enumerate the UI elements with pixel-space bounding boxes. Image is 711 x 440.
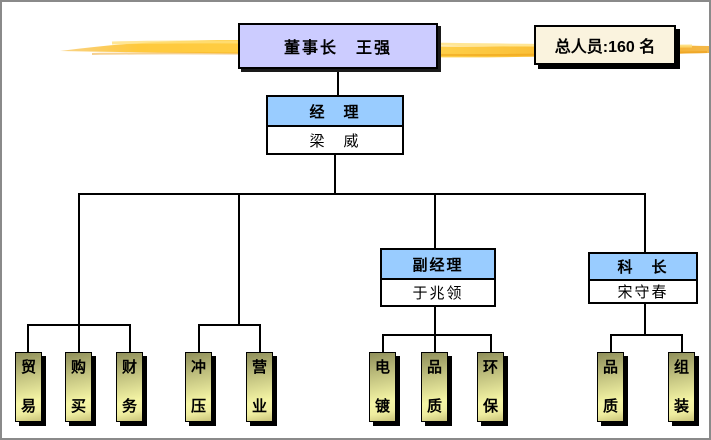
connector-stub-trade	[27, 324, 29, 352]
connector-stub-stamping	[198, 324, 200, 352]
connector-stub-finance	[129, 324, 131, 352]
dept-char: 品	[602, 359, 618, 376]
total-personnel-label: 总人员:160 名	[554, 39, 656, 56]
dept-char: 业	[251, 398, 267, 415]
dept-char: 电	[374, 359, 390, 376]
dept-char: 质	[426, 398, 442, 415]
dept-char: 营	[251, 359, 267, 376]
dept-char: 易	[20, 398, 36, 415]
chairman-label: 董事长 王强	[283, 40, 392, 57]
connector-chairman-manager	[337, 69, 339, 95]
section-chief-title: 科 长	[590, 254, 696, 281]
vice-manager-node: 副经理 于兆领	[380, 248, 496, 307]
dept-char: 冲	[190, 359, 206, 376]
section-chief-name: 宋守春	[590, 281, 696, 302]
dept-bar-trade: 贸 易	[15, 352, 42, 422]
total-personnel-badge: 总人员:160 名	[534, 25, 676, 65]
dept-char: 买	[70, 398, 86, 415]
dept-char: 贸	[20, 359, 36, 376]
connector-drop-group2	[238, 193, 240, 326]
manager-title: 经 理	[268, 97, 402, 127]
connector-section-chief-down	[644, 304, 646, 336]
dept-bar-plating: 电 镀	[369, 352, 396, 422]
connector-vice-manager-down	[434, 307, 436, 336]
connector-manager-trunk	[334, 153, 336, 194]
vice-manager-name: 于兆领	[382, 280, 494, 305]
connector-stub-assembly	[681, 334, 683, 352]
dept-char: 装	[673, 398, 689, 415]
manager-node: 经 理 梁 威	[266, 95, 404, 155]
dept-bar-stamping: 冲 压	[185, 352, 212, 422]
connector-stub-purchasing	[78, 324, 80, 352]
dept-bar-finance: 财 务	[116, 352, 143, 422]
connector-stub-environment	[490, 334, 492, 352]
dept-char: 质	[602, 398, 618, 415]
connector-drop-section-chief	[644, 193, 646, 252]
dept-bar-assembly: 组 装	[668, 352, 695, 422]
dept-char: 保	[482, 398, 498, 415]
dept-char: 压	[190, 398, 206, 415]
vice-manager-title: 副经理	[382, 250, 494, 280]
dept-char: 环	[482, 359, 498, 376]
dept-bar-quality-2: 品 质	[597, 352, 624, 422]
dept-bar-purchasing: 购 买	[65, 352, 92, 422]
connector-drop-vice-manager	[434, 193, 436, 248]
connector-stub-plating	[382, 334, 384, 352]
dept-char: 购	[70, 359, 86, 376]
manager-name: 梁 威	[268, 127, 402, 153]
dept-char: 务	[121, 398, 137, 415]
connector-stub-quality-2	[610, 334, 612, 352]
connector-drop-group1	[78, 193, 80, 326]
dept-char: 品	[426, 359, 442, 376]
chairman-node: 董事长 王强	[238, 23, 438, 69]
section-chief-node: 科 长 宋守春	[588, 252, 698, 304]
connector-main-horizontal	[78, 193, 646, 195]
dept-char: 镀	[374, 398, 390, 415]
dept-bar-sales: 营 业	[246, 352, 273, 422]
dept-char: 财	[121, 359, 137, 376]
dept-bar-environment: 环 保	[477, 352, 504, 422]
connector-subbar-group4	[610, 334, 683, 336]
dept-char: 组	[673, 359, 689, 376]
dept-bar-quality: 品 质	[421, 352, 448, 422]
connector-stub-sales	[259, 324, 261, 352]
connector-stub-quality	[434, 334, 436, 352]
connector-subbar-group3	[382, 334, 492, 336]
connector-subbar-group2	[198, 324, 261, 326]
